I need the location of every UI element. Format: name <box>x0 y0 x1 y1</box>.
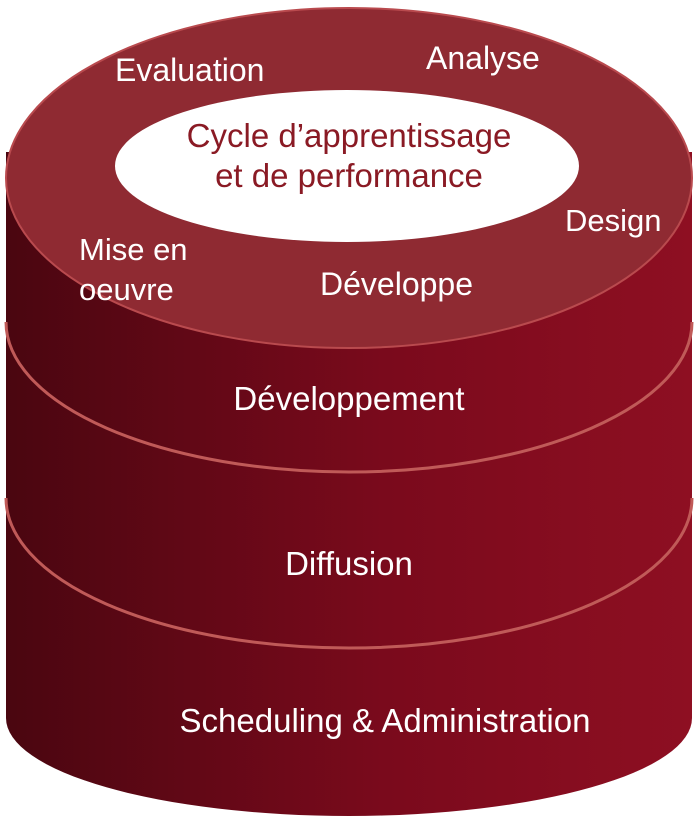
phase-developpe-label: Développe <box>320 266 473 302</box>
separator-line-1 <box>4 321 694 474</box>
cylinder-top-rim <box>5 7 693 349</box>
cycle-oval <box>115 90 579 242</box>
cycle-title-line-1: Cycle d’apprentissage <box>186 117 512 154</box>
cycle-title-line-2: et de performance <box>215 157 483 195</box>
phase-analyse-label: Analyse <box>426 40 540 76</box>
layer-developpement-label: Développement <box>233 380 465 417</box>
cycle-title: Cycle d’apprentissage et de performance <box>120 116 578 197</box>
phase-design-label: Design <box>565 203 662 238</box>
layer-scheduling-label: Scheduling & Administration <box>179 702 591 739</box>
phase-mise-en-oeuvre-line-2: oeuvre <box>79 272 174 308</box>
phase-mise-en-oeuvre-line-1: Mise en <box>79 232 188 267</box>
phase-evaluation-label: Evaluation <box>115 52 265 88</box>
phase-mise-en-oeuvre-label: Mise en oeuvre <box>79 230 188 311</box>
separator-line-2 <box>4 497 694 650</box>
layer-diffusion-label: Diffusion <box>285 545 413 582</box>
